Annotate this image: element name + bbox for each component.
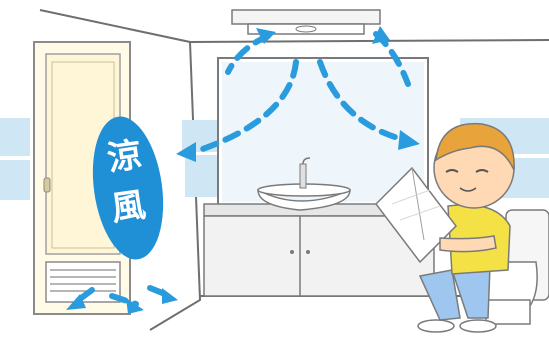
badge-char-top: 涼 xyxy=(105,135,144,179)
arrowhead-bottom-3 xyxy=(162,288,178,304)
ceiling-fan-vent-icon xyxy=(232,10,380,34)
badge-char-bottom: 風 xyxy=(109,185,148,229)
arrowhead-bottom-2 xyxy=(126,298,144,314)
